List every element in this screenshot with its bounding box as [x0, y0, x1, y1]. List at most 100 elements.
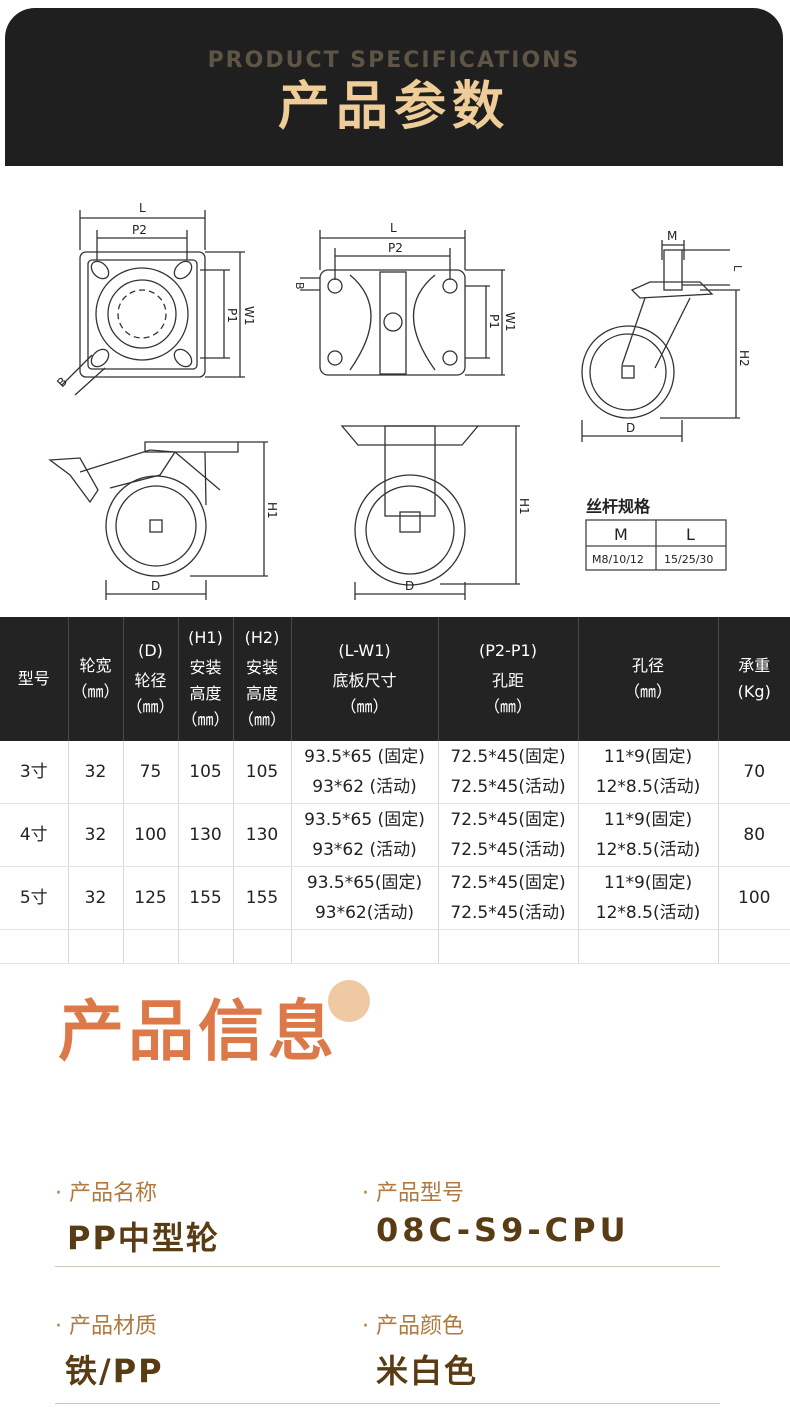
cell-line: 72.5*45(固定) — [450, 810, 566, 830]
dim-label-h1-2: H1 — [517, 498, 531, 515]
screw-spec-header-m: M — [614, 525, 628, 544]
dim-label-b2: B — [293, 282, 306, 290]
table-cell-load: 80 — [718, 803, 790, 867]
table-header-cell: (H2)安装高度（㎜） — [233, 617, 292, 741]
bullet-icon: · — [362, 1181, 369, 1206]
dim-label-p1-2: P1 — [487, 314, 501, 329]
diagram-swivel-top-view: L P2 P1 W1 B — [54, 201, 256, 396]
header-line: (Kg) — [737, 682, 771, 701]
dim-label-h1-1: H1 — [265, 502, 279, 519]
info-field-name: · 产品名称 PP中型轮 — [55, 1175, 220, 1259]
header-line: （㎜） — [483, 697, 532, 716]
table-cell-h1: 155 — [178, 866, 234, 930]
table-header-row: 型号轮宽（㎜）(D)轮径（㎜）(H1)安装高度（㎜）(H2)安装高度（㎜）(L-… — [0, 617, 790, 741]
cell-line: 93*62 (活动) — [312, 777, 417, 797]
cell-line: 72.5*45(活动) — [450, 777, 566, 797]
header-line: （㎜） — [623, 682, 672, 701]
header-line: 高度 — [245, 684, 278, 703]
table-header-cell: 承重 (Kg) — [718, 617, 790, 741]
table-cell-plate: 93.5*65(固定)93*62(活动) — [291, 866, 439, 930]
table-cell-plate: 93.5*65 (固定)93*62 (活动) — [291, 741, 439, 804]
table-cell-h1: 105 — [178, 741, 234, 804]
screw-spec-table: 丝杆规格 M L M8/10/12 15/25/30 — [585, 497, 727, 571]
header-code: (D) — [138, 641, 163, 660]
cell-line: 93*62 (活动) — [312, 840, 417, 860]
cell-line: 93*62(活动) — [314, 903, 415, 923]
table-cell-plate: 93.5*65 (固定)93*62 (活动) — [291, 803, 439, 867]
table-header-cell: 型号 — [0, 617, 69, 741]
table-cell-empty — [233, 929, 292, 964]
header-line: （㎜） — [237, 710, 286, 729]
dim-label-l3: L — [731, 265, 744, 272]
table-cell-empty — [438, 929, 579, 964]
cell-line: 72.5*45(活动) — [450, 903, 566, 923]
table-cell-spacing: 72.5*45(固定)72.5*45(活动) — [438, 866, 579, 930]
table-cell-empty — [291, 929, 439, 964]
cell-line: 11*9(固定) — [603, 810, 693, 830]
dim-label-p2-1: P2 — [132, 223, 147, 237]
header-line: 高度 — [189, 684, 222, 703]
table-header-cell: 孔径 （㎜） — [578, 617, 719, 741]
cell-line: 11*9(固定) — [603, 747, 693, 767]
table-header-cell: (L-W1)底板尺寸（㎜） — [291, 617, 439, 741]
info-value-color: 米白色 — [376, 1352, 479, 1390]
diagram-stem-side-view: M L H2 D — [581, 229, 751, 442]
table-cell-h2: 130 — [233, 803, 292, 867]
dim-label-l1: L — [139, 201, 146, 215]
table-cell-empty — [178, 929, 234, 964]
info-title: 产品信息 — [58, 993, 338, 1070]
header-line: （㎜） — [181, 710, 230, 729]
info-field-model: · 产品型号 08C-S9-CPU — [362, 1175, 630, 1249]
table-cell-load: 70 — [718, 741, 790, 804]
cell-line: 72.5*45(活动) — [450, 840, 566, 860]
info-field-material: · 产品材质 铁/PP — [55, 1308, 164, 1392]
header-code: (P2-P1) — [479, 641, 537, 660]
header-banner: PRODUCT SPECIFICATIONS 产品参数 — [5, 8, 783, 166]
spec-table: 型号轮宽（㎜）(D)轮径（㎜）(H1)安装高度（㎜）(H2)安装高度（㎜）(L-… — [0, 617, 790, 964]
header-line: 承重 — [738, 656, 771, 675]
info-label-name: 产品名称 — [69, 1181, 158, 1206]
table-cell-d: 125 — [123, 866, 179, 930]
table-header-cell: (D)轮径（㎜） — [123, 617, 179, 741]
table-cell-h2: 105 — [233, 741, 292, 804]
info-label-model: 产品型号 — [376, 1181, 465, 1206]
dim-label-p2-2: P2 — [388, 241, 403, 255]
diagram-fixed-front-view: H1 D — [340, 425, 531, 600]
header-title: 产品参数 — [277, 77, 510, 137]
cell-line: 12*8.5(活动) — [595, 777, 701, 797]
dim-label-w1-1: W1 — [242, 306, 256, 326]
header-line: 孔径 — [631, 656, 664, 675]
table-cell-empty — [68, 929, 124, 964]
header-line: 孔距 — [491, 671, 524, 690]
dim-label-w1-2: W1 — [503, 312, 517, 332]
table-cell-hole: 11*9(固定)12*8.5(活动) — [578, 866, 719, 930]
header-line: 底板尺寸 — [332, 671, 397, 690]
screw-spec-value-m: M8/10/12 — [592, 553, 644, 566]
dim-label-l2: L — [390, 221, 397, 235]
info-value-name: PP中型轮 — [67, 1219, 220, 1257]
cell-line: 12*8.5(活动) — [595, 903, 701, 923]
dim-label-d2: D — [151, 579, 160, 593]
header-subtitle: PRODUCT SPECIFICATIONS — [207, 48, 581, 73]
table-cell-spacing: 72.5*45(固定)72.5*45(活动) — [438, 741, 579, 804]
screw-spec-caption: 丝杆规格 — [586, 497, 651, 516]
header-code: (H1) — [188, 628, 223, 647]
table-cell-width: 32 — [68, 741, 124, 804]
cell-line: 12*8.5(活动) — [595, 840, 701, 860]
technical-diagrams: L P2 P1 W1 B L P2 B P1 W1 — [48, 201, 751, 600]
dim-label-b1: B — [54, 374, 70, 390]
info-field-color: · 产品颜色 米白色 — [362, 1308, 478, 1392]
table-cell-d: 75 — [123, 741, 179, 804]
header-line: 安装 — [189, 658, 222, 677]
table-cell-h1: 130 — [178, 803, 234, 867]
dim-label-d3: D — [405, 579, 414, 593]
table-cell-width: 32 — [68, 866, 124, 930]
info-value-model: 08C-S9-CPU — [376, 1211, 630, 1249]
table-cell-empty — [123, 929, 179, 964]
divider — [55, 1403, 720, 1404]
bullet-icon: · — [55, 1181, 62, 1206]
table-cell-empty — [0, 929, 69, 964]
dim-label-m: M — [667, 229, 677, 243]
